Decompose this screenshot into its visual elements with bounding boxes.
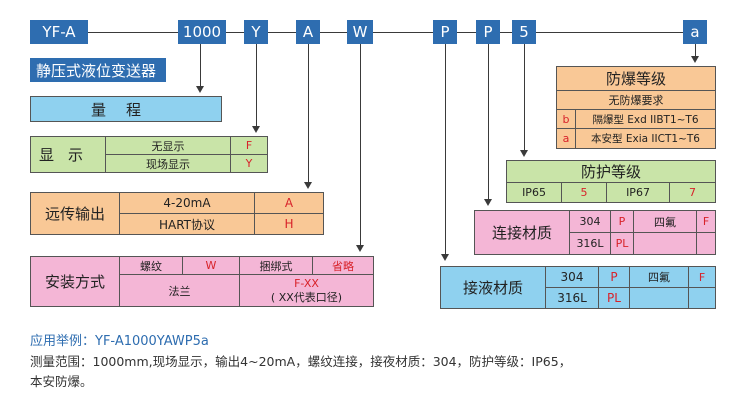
product-name: 静压式液位变送器: [30, 58, 166, 82]
output-arrow-line: [308, 44, 309, 182]
connect-material-code: P: [610, 210, 634, 233]
explosion-title: 防爆等级: [556, 66, 716, 91]
protection-arrow-head: [520, 150, 528, 157]
protection-name: IP65: [506, 182, 562, 203]
connect-material-name: 四氟: [633, 210, 697, 233]
explosion-arrow-head: [691, 56, 699, 63]
install-arrow-head: [356, 245, 364, 252]
connect-material-name: 304: [569, 210, 611, 233]
display-label: 显示: [30, 136, 106, 173]
install-flange-note: ( XX代表口径): [270, 290, 343, 304]
range-arrow-line: [200, 44, 201, 86]
wet-material-code: F: [688, 266, 716, 288]
wet-material-empty: [629, 287, 689, 309]
display-arrow-head: [252, 126, 260, 133]
code-box-install: W: [347, 20, 373, 44]
wet-arrow-head: [441, 254, 449, 261]
connect-material-code: F: [696, 210, 716, 233]
output-table: 远传输出 4-20mA A HART协议 H: [30, 192, 324, 235]
code-box-explosion: a: [683, 20, 707, 44]
connect-arrow-head: [484, 199, 492, 206]
explosion-table: 防爆等级 无防爆要求 b 隔爆型 Exd IIBT1~T6 a 本安型 Exia…: [556, 66, 716, 149]
protection-arrow-line: [524, 44, 525, 150]
output-label: 远传输出: [30, 192, 120, 235]
range-arrow-head: [196, 86, 204, 93]
connect-material-empty: [633, 232, 697, 255]
explosion-name: 隔爆型 Exd IIBT1~T6: [575, 109, 716, 129]
wet-arrow-line: [445, 44, 446, 254]
code-box-connect-material: P: [476, 20, 500, 44]
example-title: 应用举例：YF-A1000YAWP5a: [30, 334, 209, 349]
display-option-code: Y: [230, 154, 268, 173]
install-flange: 法兰: [119, 274, 240, 307]
install-arrow-line: [360, 44, 361, 245]
install-clamp: 捆绑式: [239, 256, 313, 275]
code-box-wet-material: P: [433, 20, 457, 44]
example-line-1: 测量范围：1000mm,现场显示，输出4~20mA，螺纹连接，接夜材质：304，…: [30, 354, 572, 369]
protection-table: 防护等级 IP65 5 IP67 7: [506, 160, 716, 203]
output-option-code: H: [254, 213, 324, 235]
protection-name: IP67: [606, 182, 670, 203]
wet-material-empty: [688, 287, 716, 309]
wet-material-label: 接液材质: [440, 266, 546, 309]
install-label: 安装方式: [30, 256, 120, 307]
wet-material-code: P: [598, 266, 630, 288]
range-label: 量程: [30, 96, 222, 122]
output-option-name: HART协议: [119, 213, 255, 235]
code-box-display: Y: [244, 20, 268, 44]
install-flange-cell: F-XX ( XX代表口径): [239, 274, 374, 307]
connect-material-empty: [696, 232, 716, 255]
install-thread-code: W: [182, 256, 240, 275]
output-arrow-head: [304, 182, 312, 189]
explosion-name: 本安型 Exia IICT1~T6: [575, 128, 716, 149]
explosion-code: b: [556, 109, 576, 129]
connect-material-label: 连接材质: [474, 210, 570, 255]
wet-material-name: 304: [545, 266, 599, 288]
code-box-range: 1000: [178, 20, 226, 44]
connect-material-table: 连接材质 304 P 四氟 F 316L PL: [474, 210, 716, 255]
wet-material-table: 接液材质 304 P 四氟 F 316L PL: [440, 266, 716, 309]
wet-material-name: 316L: [545, 287, 599, 309]
display-option-name: 无显示: [105, 136, 231, 155]
install-clamp-code: 省略: [312, 256, 374, 275]
display-arrow-line: [256, 44, 257, 126]
code-box-model: YF-A: [30, 20, 88, 44]
install-thread: 螺纹: [119, 256, 183, 275]
display-option-code: F: [230, 136, 268, 155]
install-flange-code: F-XX: [294, 276, 319, 290]
protection-code: 5: [561, 182, 607, 203]
explosion-arrow-line: [695, 44, 696, 56]
wet-material-name: 四氟: [629, 266, 689, 288]
wet-material-code: PL: [598, 287, 630, 309]
explosion-code: a: [556, 128, 576, 149]
connect-material-code: PL: [610, 232, 634, 255]
output-option-name: 4-20mA: [119, 192, 255, 214]
code-box-output: A: [296, 20, 320, 44]
protection-code: 7: [669, 182, 716, 203]
protection-title: 防护等级: [506, 160, 716, 183]
explosion-none: 无防爆要求: [556, 90, 716, 110]
connect-material-name: 316L: [569, 232, 611, 255]
code-box-protection: 5: [512, 20, 536, 44]
example-line-2: 本安防爆。: [30, 374, 93, 389]
install-table: 安装方式 螺纹 W 捆绑式 省略 法兰 F-XX ( XX代表口径): [30, 256, 374, 307]
display-table: 显示 无显示 F 现场显示 Y: [30, 136, 268, 173]
connect-arrow-line: [488, 44, 489, 199]
code-connector-line: [60, 32, 700, 33]
output-option-code: A: [254, 192, 324, 214]
display-option-name: 现场显示: [105, 154, 231, 173]
